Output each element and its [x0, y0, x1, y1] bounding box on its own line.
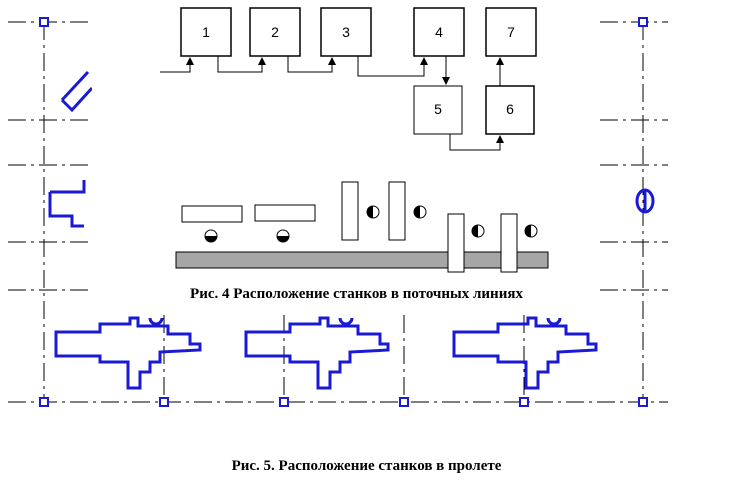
block-5-label: 5 [434, 101, 442, 117]
machine-vertical-4 [500, 213, 518, 273]
block-1-label: 1 [202, 24, 210, 40]
machine-vertical-2 [388, 181, 406, 241]
conveyor [175, 251, 549, 269]
block-2-label: 2 [271, 24, 279, 40]
operator-icon [204, 229, 218, 243]
machine-vertical-3 [447, 213, 465, 273]
machines [181, 181, 518, 273]
machine-plan-1 [54, 316, 202, 390]
operator-icon [276, 229, 290, 243]
block-3: 3 [320, 7, 372, 57]
column-grid [8, 21, 668, 403]
arrow-1-2 [217, 56, 266, 73]
flow-diagram: 1 2 3 4 7 5 6 [160, 7, 537, 151]
machine-horizontal-2 [254, 204, 316, 222]
block-7: 7 [485, 7, 537, 57]
block-6-label: 6 [506, 101, 514, 117]
operator-icon [413, 205, 427, 219]
arrow-2-3 [287, 56, 336, 73]
machine-plan-2 [244, 316, 390, 390]
figure-4-caption: Рис. 4 Расположение станков в поточных л… [190, 286, 523, 302]
operator-icon [524, 224, 538, 238]
operator-icon [366, 205, 380, 219]
arrow-5-6 [449, 134, 504, 151]
block-5: 5 [413, 85, 463, 135]
block-4: 4 [413, 7, 465, 57]
arrow-3-4 [357, 56, 428, 77]
machine-plan-3 [452, 316, 598, 390]
figure-5-caption: Рис. 5. Расположение станков в пролете [231, 458, 502, 474]
block-6: 6 [485, 85, 535, 135]
machine-vertical-1 [341, 181, 359, 241]
column-markers [39, 17, 648, 407]
wall-machine-symbols [48, 70, 655, 228]
operator-symbols [204, 205, 538, 243]
block-1: 1 [180, 7, 232, 57]
arrow-in-1 [160, 57, 194, 73]
block-2: 2 [249, 7, 301, 57]
block-4-label: 4 [435, 24, 443, 40]
block-7-label: 7 [507, 24, 515, 40]
flow-line-layout [175, 181, 549, 273]
flow-arrows [160, 56, 504, 151]
block-3-label: 3 [342, 24, 350, 40]
machine-horizontal-1 [181, 205, 243, 223]
machine-plans [54, 316, 598, 390]
operator-icon [471, 224, 485, 238]
